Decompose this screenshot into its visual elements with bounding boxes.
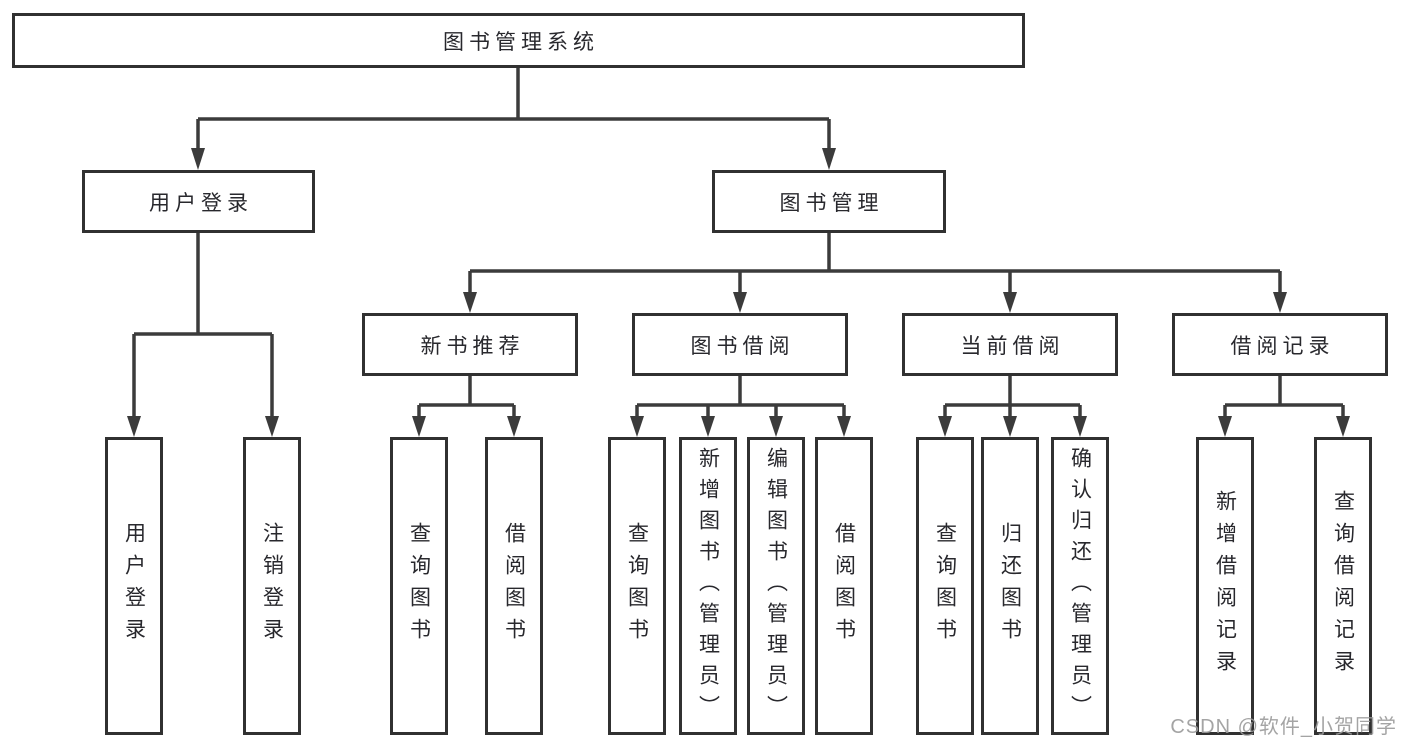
leaf-label: 新增图书（管理员） bbox=[696, 446, 720, 726]
arrowhead-add-book bbox=[701, 416, 715, 437]
arrowhead-new-book-recommend bbox=[463, 292, 477, 313]
node-label: 图书管理系统 bbox=[443, 30, 599, 54]
connector-borrow-to-leaves bbox=[635, 376, 846, 420]
leaf-label: 用户登录 bbox=[122, 522, 146, 650]
node-label: 新书推荐 bbox=[420, 334, 525, 358]
node-book-borrow: 图书借阅 bbox=[632, 313, 848, 376]
leaf-label: 注销登录 bbox=[260, 522, 284, 650]
arrowhead-user-login bbox=[191, 148, 205, 170]
leaf-confirm-return-admin: 确认归还（管理员） bbox=[1051, 437, 1109, 735]
leaf-user-login: 用户登录 bbox=[105, 437, 163, 735]
leaf-label: 归还图书 bbox=[998, 522, 1022, 650]
arrowhead-borrow-books-2 bbox=[837, 416, 851, 437]
leaf-borrow-books-1: 借阅图书 bbox=[485, 437, 543, 735]
leaf-borrow-books-2: 借阅图书 bbox=[815, 437, 873, 735]
node-current-borrow: 当前借阅 bbox=[902, 313, 1118, 376]
arrowhead-return-book bbox=[1003, 416, 1017, 437]
connector-current-to-leaves bbox=[943, 376, 1082, 420]
leaf-label: 借阅图书 bbox=[502, 522, 526, 650]
arrowhead-borrow-records bbox=[1273, 292, 1287, 313]
node-label: 用户登录 bbox=[149, 191, 253, 215]
node-label: 图书借阅 bbox=[690, 334, 795, 358]
leaf-return-book: 归还图书 bbox=[981, 437, 1039, 735]
leaf-query-borrow-record: 查询借阅记录 bbox=[1314, 437, 1372, 735]
node-borrow-records: 借阅记录 bbox=[1172, 313, 1388, 376]
node-library-system-root: 图书管理系统 bbox=[12, 13, 1025, 68]
leaf-edit-book-admin: 编辑图书（管理员） bbox=[747, 437, 805, 735]
arrowhead-current-borrow bbox=[1003, 292, 1017, 313]
connector-recommend-to-leaves bbox=[417, 376, 516, 420]
arrowhead-add-borrow-record bbox=[1218, 416, 1232, 437]
leaf-label: 查询借阅记录 bbox=[1331, 490, 1355, 682]
leaf-label: 查询图书 bbox=[407, 522, 431, 650]
node-label: 借阅记录 bbox=[1230, 334, 1335, 358]
leaf-label: 查询图书 bbox=[933, 522, 957, 650]
leaf-query-books-1: 查询图书 bbox=[390, 437, 448, 735]
leaf-label: 查询图书 bbox=[625, 522, 649, 650]
node-label: 图书管理 bbox=[779, 191, 884, 215]
leaf-label: 确认归还（管理员） bbox=[1068, 446, 1092, 726]
leaf-add-borrow-record: 新增借阅记录 bbox=[1196, 437, 1254, 735]
leaf-logout: 注销登录 bbox=[243, 437, 301, 735]
leaf-query-books-2: 查询图书 bbox=[608, 437, 666, 735]
leaf-label: 新增借阅记录 bbox=[1213, 490, 1237, 682]
node-book-management: 图书管理 bbox=[712, 170, 946, 233]
connector-records-to-leaves bbox=[1223, 376, 1345, 420]
leaf-label: 借阅图书 bbox=[832, 522, 856, 650]
arrowhead-query-books-1 bbox=[412, 416, 426, 437]
connector-login-to-leaves bbox=[132, 233, 274, 419]
node-user-login: 用户登录 bbox=[82, 170, 315, 233]
arrowhead-edit-book bbox=[769, 416, 783, 437]
csdn-watermark: CSDN @软件_小贺同学 bbox=[1170, 716, 1397, 738]
leaf-add-book-admin: 新增图书（管理员） bbox=[679, 437, 737, 735]
node-new-book-recommend: 新书推荐 bbox=[362, 313, 578, 376]
leaf-query-books-3: 查询图书 bbox=[916, 437, 974, 735]
node-label: 当前借阅 bbox=[960, 334, 1065, 358]
arrowhead-query-borrow-record bbox=[1336, 416, 1350, 437]
arrowhead-book-borrow bbox=[733, 292, 747, 313]
arrowhead-leaf-user-login bbox=[127, 416, 141, 437]
connector-mgmt-to-level2 bbox=[468, 233, 1282, 294]
arrowhead-confirm-return bbox=[1073, 416, 1087, 437]
arrowhead-book-management bbox=[822, 148, 836, 170]
arrowhead-query-books-3 bbox=[938, 416, 952, 437]
leaf-label: 编辑图书（管理员） bbox=[764, 446, 788, 726]
arrowhead-borrow-books-1 bbox=[507, 416, 521, 437]
arrowhead-query-books-2 bbox=[630, 416, 644, 437]
arrowhead-leaf-logout bbox=[265, 416, 279, 437]
connector-root-to-level1 bbox=[196, 66, 831, 150]
